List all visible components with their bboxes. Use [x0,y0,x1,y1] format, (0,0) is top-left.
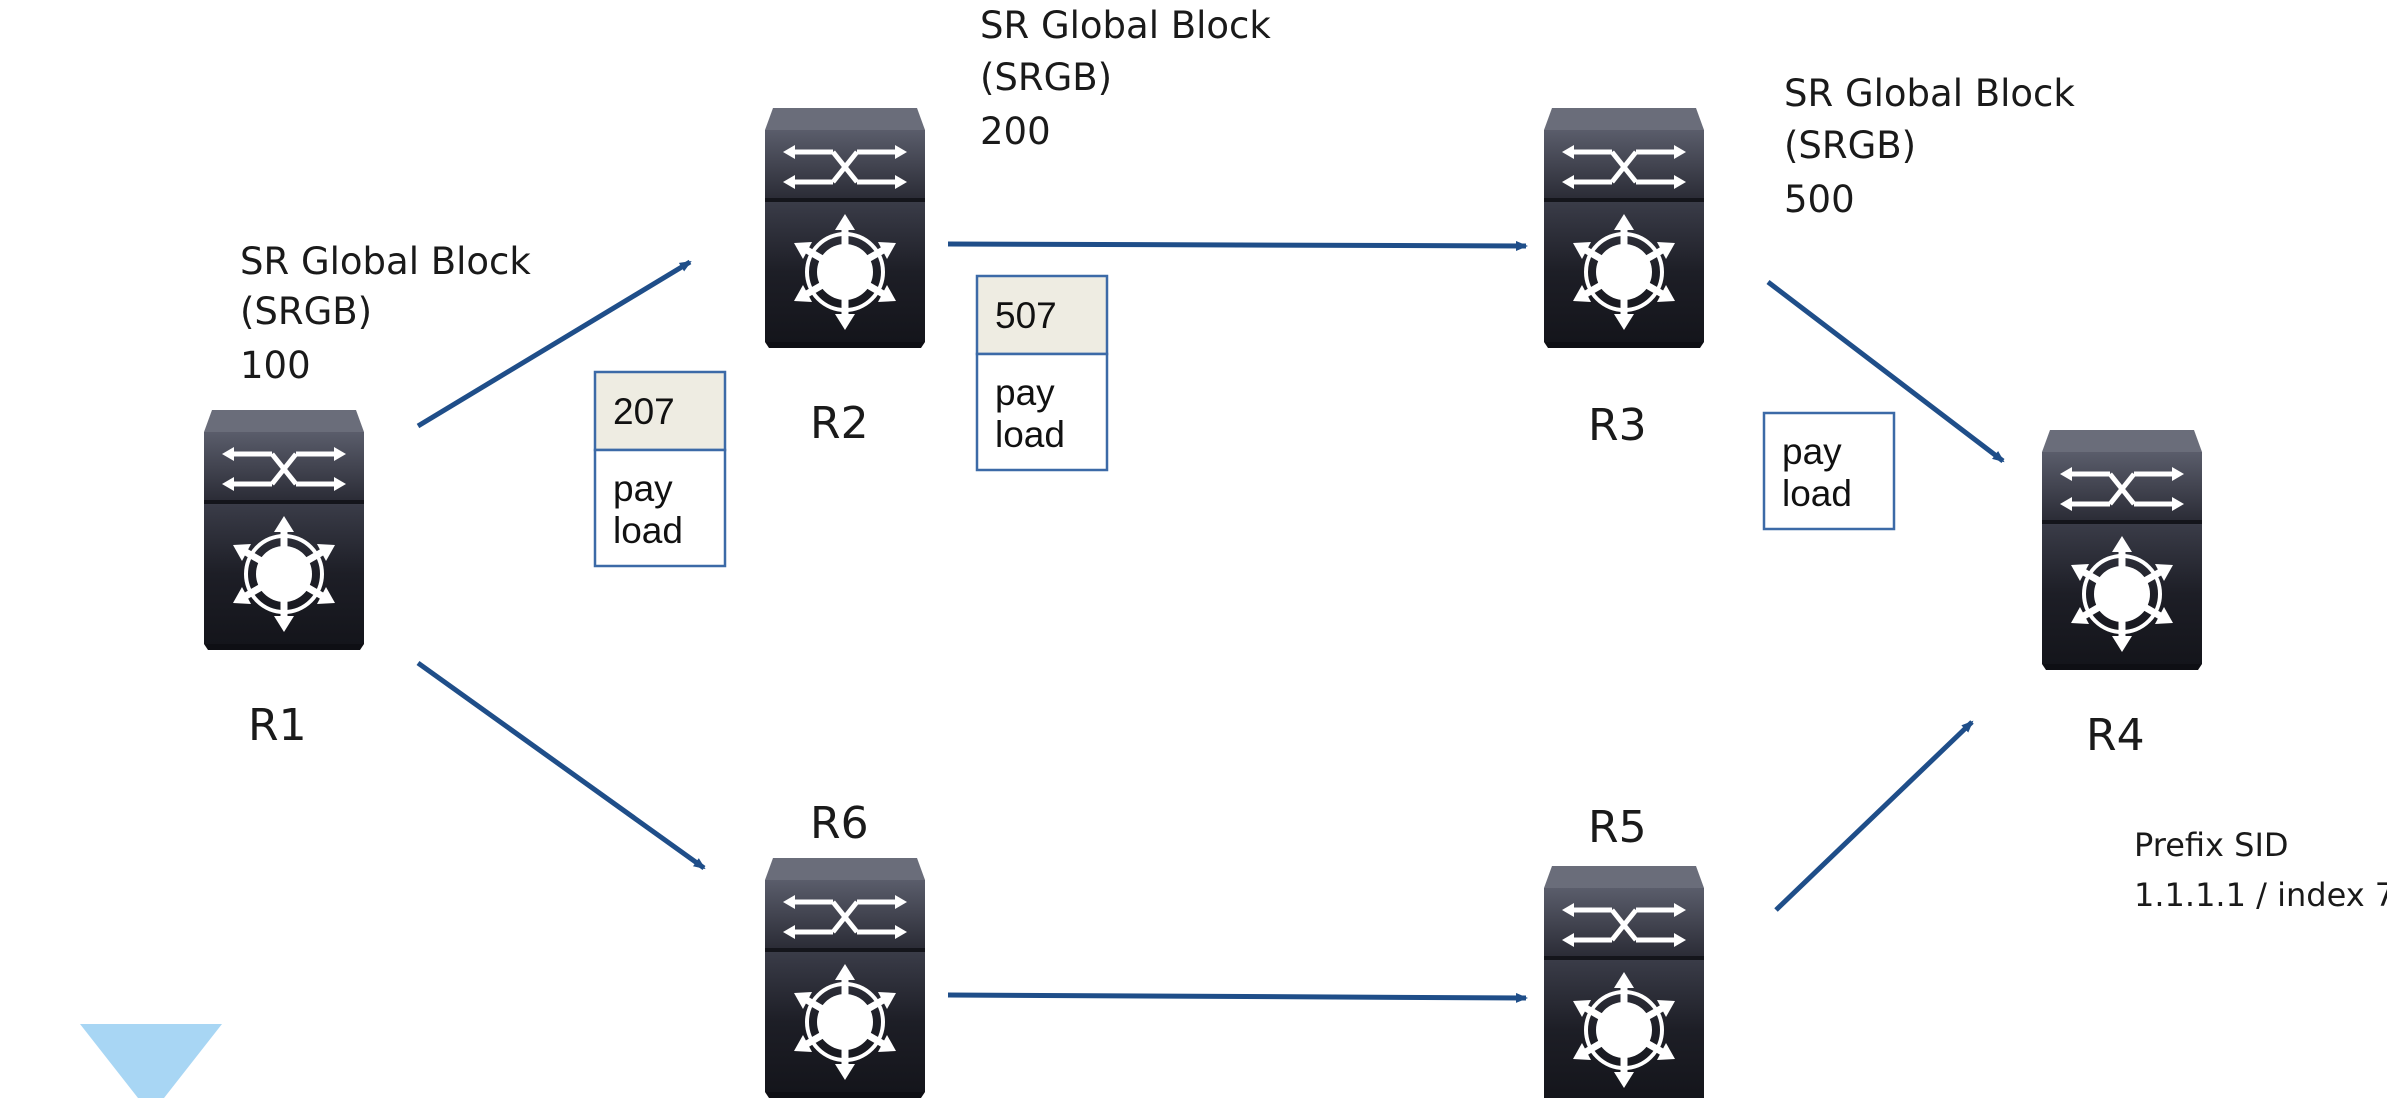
router-switch-icon [2042,430,2202,670]
packet-r2-r3: 507 pay load [975,274,1109,472]
prefix-sid-title: Prefix SID [2134,826,2289,864]
router-switch-icon [204,410,364,650]
link-r1-r2 [416,259,692,429]
prefix-sid-value: 1.1.1.1 / index 7 [2134,876,2387,914]
router-switch-icon [765,858,925,1098]
srgb-title: SR Global Block [1784,72,2075,115]
payload-line1: pay [613,468,673,509]
srgb-label-r3: SR Global Block (SRGB) 500 [1784,72,2075,221]
payload-line2: load [613,510,683,551]
srgb-abbrev: (SRGB) [1784,124,1916,167]
srgb-base: 500 [1784,178,1855,221]
sid-label: 507 [995,295,1057,336]
link-r3-r4 [1766,280,2005,463]
link-r6-r5 [947,992,1528,1003]
router-r4 [2042,430,2202,670]
link-r5-r4 [1774,720,1974,912]
router-label-r2: R2 [810,398,869,449]
router-label-r3: R3 [1588,400,1647,451]
label-cell [975,274,1109,356]
srgb-abbrev: (SRGB) [980,56,1112,99]
payload-line1: pay [1782,431,1842,472]
router-label-r5: R5 [1588,802,1647,853]
router-r1 [204,410,364,650]
srgb-label-r1: SR Global Block (SRGB) 100 [240,240,531,387]
router-r2 [765,108,925,348]
packet-r1-r2: 207 pay load [593,370,727,568]
router-label-r6: R6 [810,798,869,849]
router-r5 [1544,866,1704,1098]
router-switch-icon [1544,108,1704,348]
srgb-abbrev: (SRGB) [240,290,372,333]
payload-cell [593,448,727,568]
payload-line2: load [995,414,1065,455]
links [416,240,2005,1003]
sid-label: 207 [613,391,675,432]
payload-line2: load [1782,473,1852,514]
router-r6 [765,858,925,1098]
label-cell [593,370,727,452]
srgb-label-r2: SR Global Block (SRGB) 200 [980,4,1271,153]
link-r1-r6 [416,660,706,871]
payload-line1: pay [995,372,1055,413]
router-switch-icon [1544,866,1704,1098]
router-label-r4: R4 [2086,710,2145,761]
srgb-base: 100 [240,344,311,387]
srgb-title: SR Global Block [240,240,531,283]
packet-r3-r4: pay load [1762,411,1896,531]
decorative-triangle [80,1024,222,1098]
srgb-title: SR Global Block [980,4,1271,47]
router-label-r1: R1 [248,700,307,751]
router-r3 [1544,108,1704,348]
link-r2-r3 [947,240,1528,251]
srgb-base: 200 [980,110,1051,153]
payload-cell [1762,411,1896,531]
payload-cell [975,352,1109,472]
router-switch-icon [765,108,925,348]
prefix-sid-note: Prefix SID 1.1.1.1 / index 7 [2134,826,2387,914]
